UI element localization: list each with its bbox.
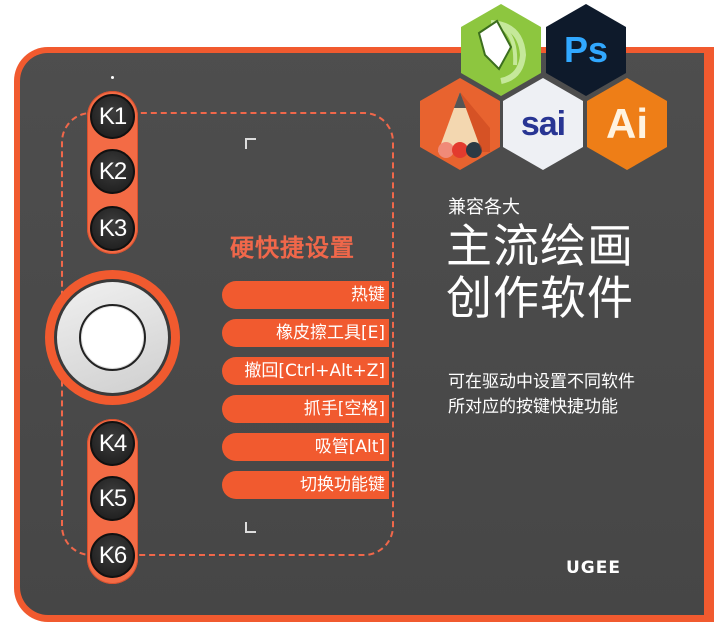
- headline-subtitle: 兼容各大: [448, 197, 520, 218]
- dial-inner-edge: [79, 304, 146, 371]
- function-label-switch: 切换功能键: [222, 471, 389, 499]
- express-key-k1[interactable]: K1: [90, 94, 135, 139]
- indicator-light: [111, 76, 114, 79]
- express-key-k5[interactable]: K5: [90, 476, 135, 521]
- express-key-k6[interactable]: K6: [90, 533, 135, 578]
- headline-line-2: 创作软件: [446, 271, 634, 325]
- sketchbook-pencil-icon: [420, 78, 500, 170]
- ai-label: Ai: [606, 100, 648, 147]
- description-line-2: 所对应的按键快捷功能: [448, 397, 618, 417]
- dial-center-button[interactable]: [82, 307, 143, 368]
- function-label-eraser: 橡皮擦工具[E]: [222, 319, 389, 347]
- headline: 主流绘画 创作软件: [446, 220, 634, 324]
- headline-line-1: 主流绘画: [446, 219, 634, 273]
- express-key-k2[interactable]: K2: [90, 149, 135, 194]
- description: 可在驱动中设置不同软件 所对应的按键快捷功能: [448, 370, 635, 420]
- express-key-k4[interactable]: K4: [90, 421, 135, 466]
- function-label-undo: 撤回[Ctrl+Alt+Z]: [222, 357, 389, 385]
- description-line-1: 可在驱动中设置不同软件: [448, 372, 635, 392]
- function-label-eyedropper: 吸管[Alt]: [222, 433, 389, 461]
- brand-logo: UGEE: [566, 558, 621, 578]
- function-label-hotkey: 热键: [222, 281, 389, 309]
- ps-label: Ps: [563, 29, 609, 70]
- corner-mark-top-left: [245, 138, 256, 149]
- corner-mark-bottom-left: [245, 522, 256, 533]
- section-title: 硬快捷设置: [230, 234, 355, 262]
- sai-label: sai: [520, 104, 566, 143]
- express-key-k3[interactable]: K3: [90, 206, 135, 251]
- function-label-hand: 抓手[空格]: [222, 395, 389, 423]
